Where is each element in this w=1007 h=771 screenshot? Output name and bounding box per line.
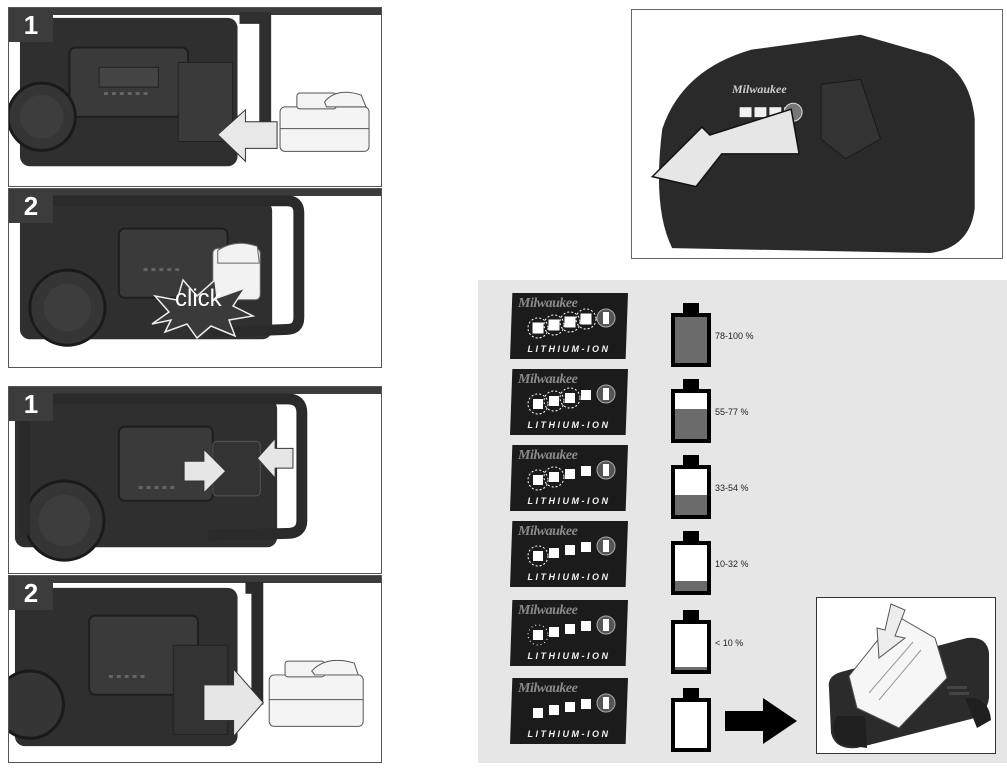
step-badge: 2 — [9, 189, 53, 223]
battery-level-icon — [671, 610, 711, 674]
battery-level-icon — [671, 379, 711, 443]
fuel-gauge-label-card: Milwaukee LITHIUM-ION — [510, 600, 628, 666]
led-indicators-1-lit-icon — [527, 536, 616, 567]
led-indicators-1-blinking-icon — [527, 615, 616, 646]
step-badge: 1 — [9, 8, 53, 42]
label-brand: Milwaukee — [518, 681, 578, 696]
label-brand: Milwaukee — [518, 296, 578, 311]
led-indicators-2-lit-icon — [527, 460, 616, 491]
fuel-gauge-label-card: Milwaukee LITHIUM-ION — [510, 678, 628, 744]
panel-topbar — [9, 189, 381, 196]
label-chemistry: LITHIUM-ION — [527, 572, 611, 582]
radio-battery-release-illustration — [14, 393, 308, 562]
panel-topbar — [9, 8, 381, 15]
fuel-gauge-label-card: Milwaukee LITHIUM-ION — [510, 369, 628, 435]
fuel-gauge-label-card: Milwaukee LITHIUM-ION — [510, 445, 628, 511]
click-callout-text: click — [175, 285, 222, 312]
radio-battery-remove-illustration — [9, 581, 364, 747]
battery-level-icon — [671, 688, 711, 752]
fuel-gauge-label-card: Milwaukee LITHIUM-ION — [510, 293, 628, 359]
label-brand: Milwaukee — [518, 603, 578, 618]
label-chemistry: LITHIUM-ION — [527, 344, 611, 354]
label-brand: Milwaukee — [518, 524, 578, 539]
radio-battery-insert-illustration — [9, 11, 370, 167]
label-chemistry: LITHIUM-ION — [527, 729, 611, 739]
led-indicators-0-lit-icon — [533, 693, 616, 718]
charge-range-label: 78-100 % — [715, 331, 754, 341]
gauge-row-33-54: Milwaukee LITHIUM-ION 33-54 % — [478, 445, 818, 519]
insert-step-1-panel: 1 — [8, 7, 382, 187]
remove-step-1-panel: 1 — [8, 386, 382, 574]
gauge-row-empty: Milwaukee LITHIUM-ION — [478, 678, 818, 752]
battery-gauge-table: Milwaukee LITHIUM-ION 78-100 % Milwaukee — [478, 280, 1007, 763]
label-chemistry: LITHIUM-ION — [527, 420, 611, 430]
step-badge: 1 — [9, 387, 53, 421]
gauge-row-under-10: Milwaukee LITHIUM-ION < 10 % — [478, 600, 818, 674]
label-chemistry: LITHIUM-ION — [527, 651, 611, 661]
label-brand: Milwaukee — [518, 372, 578, 387]
gauge-row-78-100: Milwaukee LITHIUM-ION 78-100 % — [478, 293, 818, 367]
fuel-gauge-label-card: Milwaukee LITHIUM-ION — [510, 521, 628, 587]
battery-level-icon — [671, 531, 711, 595]
battery-charger-illustration — [828, 603, 991, 749]
gauge-row-55-77: Milwaukee LITHIUM-ION 55-77 % — [478, 369, 818, 443]
insert-step-2-panel: 2 click — [8, 188, 382, 368]
battery-brand-text: Milwaukee — [732, 82, 787, 96]
led-indicators-4-lit-icon — [527, 308, 616, 339]
led-indicators-3-lit-icon — [527, 384, 616, 415]
label-brand: Milwaukee — [518, 448, 578, 463]
label-chemistry: LITHIUM-ION — [527, 496, 611, 506]
step-badge: 2 — [9, 576, 53, 610]
gauge-row-10-32: Milwaukee LITHIUM-ION 10-32 % — [478, 521, 818, 595]
fuel-gauge-press-panel: Milwaukee — [631, 9, 1003, 259]
charge-range-label: 55-77 % — [715, 407, 749, 417]
click-starburst-icon — [151, 278, 256, 340]
arrow-right-icon — [725, 698, 797, 744]
panel-topbar — [9, 576, 381, 583]
battery-fuel-gauge-illustration — [650, 34, 975, 254]
remove-step-2-panel: 2 — [8, 575, 382, 763]
battery-level-icon — [671, 303, 711, 367]
panel-topbar — [9, 387, 381, 394]
charge-range-label: 10-32 % — [715, 559, 749, 569]
charge-range-label: 33-54 % — [715, 483, 749, 493]
charge-range-label: < 10 % — [715, 638, 744, 648]
battery-level-icon — [671, 455, 711, 519]
charger-panel — [816, 597, 996, 754]
